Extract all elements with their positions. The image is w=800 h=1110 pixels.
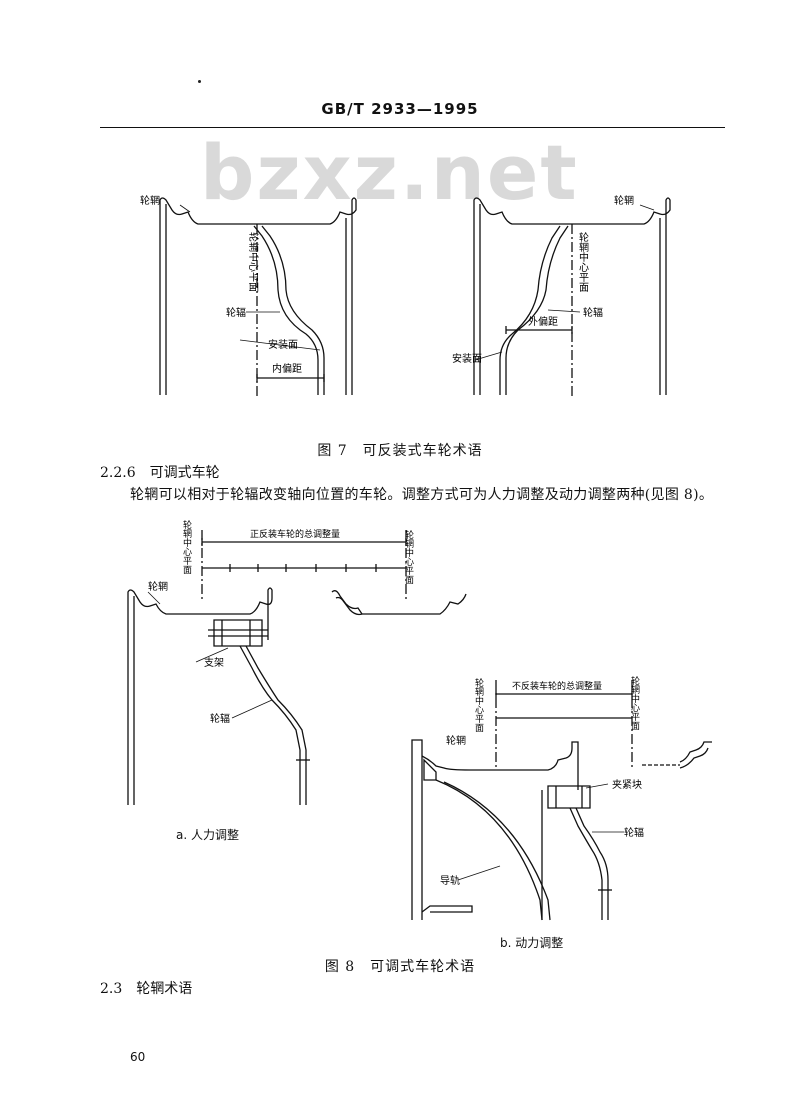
figure-8a-caption: a. 人力调整 <box>176 828 239 842</box>
figure-8-caption: 图 8 可调式车轮术语 <box>324 959 476 975</box>
figure-7-caption: 图 7 可反装式车轮术语 <box>317 443 483 459</box>
page-number: 60 <box>130 1050 146 1064</box>
watermark: bzxz.net <box>200 128 579 217</box>
figure-7-right-wheel <box>473 197 671 398</box>
figure-8b-caption: b. 动力调整 <box>500 936 564 950</box>
figure-7-left-wheel <box>159 197 357 398</box>
figure-8a-drawing <box>127 530 467 805</box>
figure-8b-drawing <box>411 680 712 921</box>
header-rule <box>100 127 725 128</box>
section-2-2-6-body: 轮辋可以相对于轮辐改变轴向位置的车轮。调整方式可为人力调整及动力调整两种(见图 … <box>130 487 714 503</box>
section-2-2-6-heading: 2.2.6 可调式车轮 <box>100 465 220 481</box>
standard-number-header: GB/T 2933—1995 <box>321 100 479 118</box>
speck <box>198 80 201 83</box>
section-2-3-heading: 2.3 轮辋术语 <box>100 981 193 997</box>
